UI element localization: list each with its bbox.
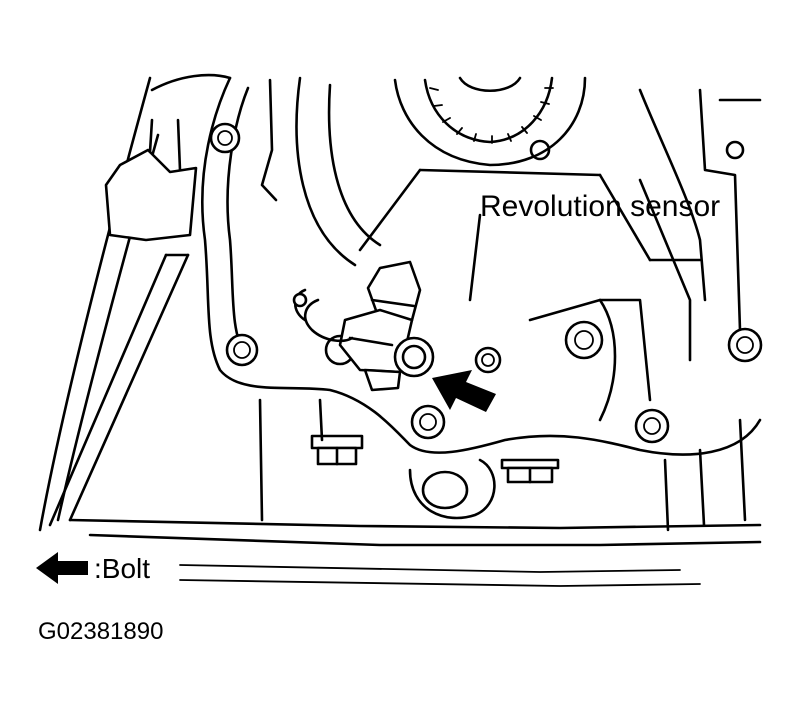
bolt-legend-label: :Bolt xyxy=(94,553,151,584)
engine-block-left-edge xyxy=(38,73,232,532)
oil-pan-lines xyxy=(68,398,762,587)
dipstick-tube xyxy=(48,253,190,527)
lower-boss xyxy=(408,458,496,520)
left-bracket xyxy=(104,118,198,242)
revolution-sensor-label: Revolution sensor xyxy=(480,190,721,223)
flange-nut-right xyxy=(500,458,560,484)
bolt-arrow xyxy=(432,370,496,412)
bolt-holes xyxy=(209,122,763,444)
sensor-bolt xyxy=(393,336,435,378)
flange-nut-left xyxy=(310,434,364,466)
bolt-legend-arrow-icon xyxy=(36,552,88,584)
figure-code: G02381890 xyxy=(38,618,164,645)
timing-gear xyxy=(393,76,587,167)
rear-flange-plate xyxy=(201,76,762,456)
